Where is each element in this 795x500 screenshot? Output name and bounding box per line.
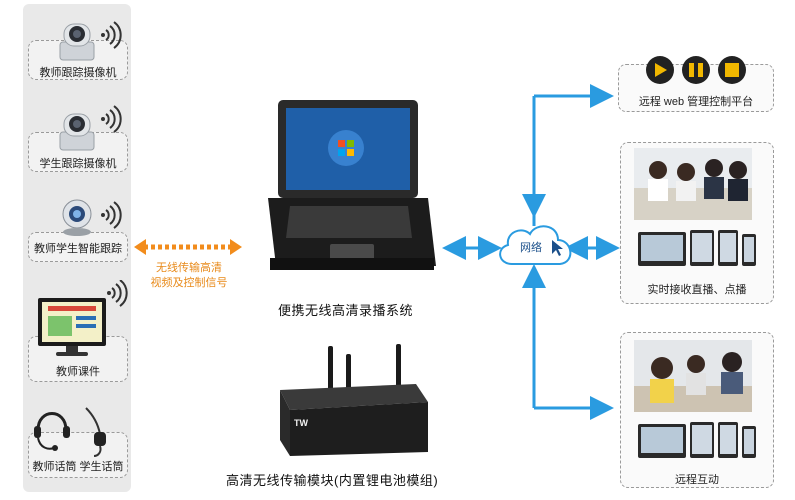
panel-label: 远程 web 管理控制平台 [638,96,754,108]
panel-label: 实时接收直播、点播 [647,284,747,296]
pause-icon [689,63,694,77]
wireless-module-icon: TW [280,344,428,456]
device-label: 学生跟踪摄像机 [39,158,117,170]
webcam-icon [62,199,122,236]
wireless-signal-arrow [134,239,242,255]
device-label-student-mic: 学生话筒 [79,461,124,473]
device-label: 教师跟踪摄像机 [39,67,117,79]
signal-note-line1: 无线传输高清 [156,262,222,274]
classroom-photo [634,148,756,266]
play-icon [655,63,667,77]
playback-controls [646,56,746,84]
device-label: 教师课件 [56,366,100,378]
rugged-laptop-icon [268,100,436,270]
signal-note-line2: 视频及控制信号 [150,277,228,289]
headset-mic-icon [34,412,70,451]
network-cloud-icon: 网络 [499,225,572,265]
module-brand: TW [294,418,308,428]
device-label: 教师学生智能跟踪 [34,243,122,255]
laptop-caption: 便携无线高清录播系统 [278,303,414,318]
monitor-icon [38,280,128,356]
ptz-camera-icon [59,105,122,151]
mic-labels: 教师话筒 学生话筒 [29,458,127,474]
device-label-teacher-mic: 教师话筒 [32,461,77,473]
ptz-camera-icon [59,21,122,61]
remote-classroom-photo [634,340,756,458]
panel-label: 远程互动 [675,474,719,486]
stop-icon [725,63,739,77]
signal-note: 无线传输高清 视频及控制信号 [140,261,238,291]
lapel-mic-icon [85,407,106,457]
module-caption: 高清无线传输模块(内置锂电池模组) [226,473,439,488]
network-label: 网络 [520,240,542,254]
network-arrows [442,84,620,420]
device-box-microphones: 教师话筒 学生话筒 [28,432,128,478]
